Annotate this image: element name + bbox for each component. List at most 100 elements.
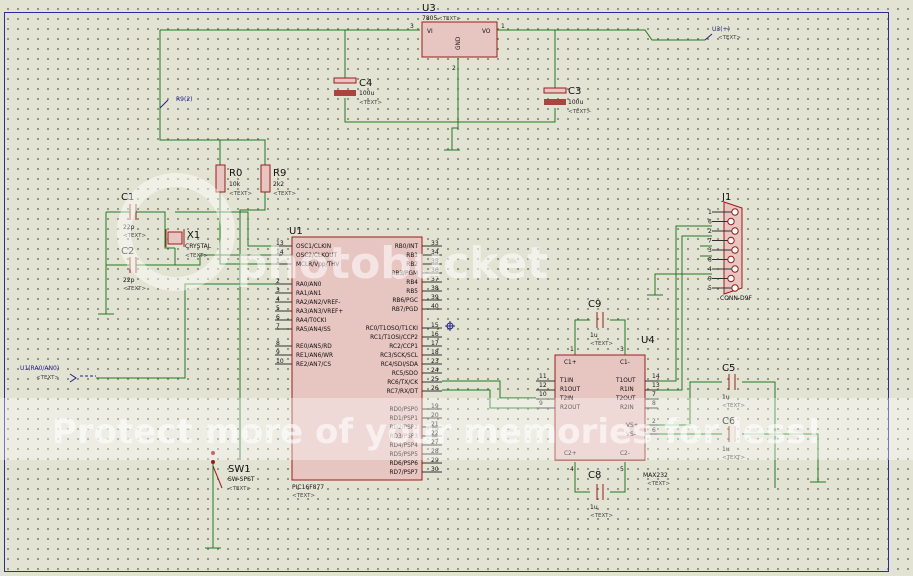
crystal-x1[interactable]: X1 CRYSTAL <TEXT>: [165, 229, 212, 259]
u3-value: 7805: [422, 15, 437, 22]
switch-sw1[interactable]: SW1 SW-SPST <TEXT>: [211, 451, 255, 492]
u1-left-pin-name: RA0/AN0: [296, 282, 322, 288]
wire-ra0: [96, 283, 275, 379]
u1-ra0-label: U1(RA0/AN0): [20, 365, 59, 372]
u4-pin8: 8: [652, 400, 656, 407]
capacitor-c6[interactable]: C6 1u <TEXT>: [722, 416, 745, 461]
c8-value: 1u: [590, 504, 598, 511]
wire-u3-gnd: [451, 58, 459, 150]
u1-left-pin-name: RE2/AN7/CS: [296, 362, 331, 368]
r0-text: <TEXT>: [229, 191, 252, 197]
c9-ref: C9: [588, 299, 601, 310]
wire-r9-top: [220, 139, 266, 165]
wire-osc1: [140, 211, 175, 249]
watermark-bottom: Protect more of your memories for less!: [52, 412, 822, 452]
j1-pin-socket: [727, 274, 735, 283]
u1-right-pin-name: RB4: [406, 280, 418, 286]
u1-right-pin-number: 22: [431, 430, 439, 437]
capacitor-c3[interactable]: C3 100u <TEXT>: [543, 86, 591, 115]
r0-ref: R0: [229, 168, 242, 179]
u4-text: <TEXT>: [647, 481, 670, 487]
u1-right-pin-number: 27: [431, 439, 439, 446]
resistor-r9[interactable]: R9 2k2 <TEXT>: [260, 164, 296, 197]
wire-osc2b: [175, 254, 275, 266]
u4-pin14: 14: [652, 373, 660, 380]
u1-left-pin-number: 1: [276, 258, 280, 265]
u1-right-pin-number: 34: [431, 249, 439, 256]
u1-right-pin-number: 37: [431, 276, 439, 283]
wire-c6-right: [742, 433, 819, 482]
wire-db9-gnd: [654, 273, 712, 295]
u1-right-pin-number: 36: [431, 267, 439, 274]
u1-left-pin-name: RE0/AN5/RD: [296, 344, 332, 350]
u3-pin2: 2: [452, 65, 456, 72]
u1-value: PIC16F877: [292, 484, 324, 491]
u3-pin-vo: VO: [482, 29, 491, 35]
wire-c8b: [610, 462, 626, 493]
c4-text: <TEXT>: [359, 100, 382, 106]
u1-right-pin-name: RC7/RX/DT: [387, 389, 419, 395]
u1-left-pin-number: 7: [276, 323, 280, 330]
u1-left-pin-name: OSC1/CLKIN: [296, 244, 331, 250]
c2-ref: C2: [121, 246, 134, 257]
u4-c2p: C2+: [564, 451, 577, 457]
u1-right-pin-number: 19: [431, 403, 439, 410]
capacitor-c1[interactable]: C1 22p <TEXT>: [121, 192, 146, 239]
c8-text: <TEXT>: [590, 513, 613, 519]
watermark-top: photobucket: [236, 238, 548, 289]
capacitor-c2[interactable]: C2 22p <TEXT>: [121, 246, 146, 292]
c5-value: 1u: [722, 394, 730, 401]
u1-right-pin-name: RD1/PSP1: [390, 416, 419, 422]
u1-right-pin-number: 35: [431, 258, 439, 265]
u4-vsp: VS+: [626, 423, 639, 429]
u3-text: <TEXT>: [438, 16, 461, 22]
u1-right-pin-name: RB0/INT: [395, 244, 419, 250]
capacitor-c5[interactable]: C5 1u <TEXT>: [722, 363, 745, 409]
u1-right-pin-number: 16: [431, 331, 439, 338]
regulator-u3[interactable]: U3 7805 <TEXT> VI VO GND 3 1 2: [410, 3, 505, 72]
wire-t1out: [658, 225, 712, 382]
net-label-r9[interactable]: R9(2): [159, 96, 193, 109]
u1-left-pin-name: MCLR/Vpp/THV: [296, 262, 339, 268]
x1-ref: X1: [187, 230, 200, 241]
u4-value: MAX232: [643, 472, 668, 479]
u4-r1out: R1OUT: [560, 387, 581, 393]
u1-right-pin-number: 23: [431, 358, 439, 365]
j1-value: CONN-D9F: [720, 295, 752, 302]
wire-c8: [574, 462, 590, 493]
u4-ref: U4: [641, 335, 655, 346]
u1-right-pin-number: 30: [431, 466, 439, 473]
x1-value: CRYSTAL: [185, 243, 212, 250]
u1-left-pin-name: RA4/T0CKI: [296, 318, 326, 324]
c4-value: 100u: [359, 90, 374, 97]
u1-right-pins: 33RB0/INT34RB135RB236RB3/PGM37RB438RB539…: [366, 240, 442, 476]
resistor-r0[interactable]: R0 10k <TEXT>: [215, 164, 252, 197]
u1-left-pin-name: RA3/AN3/VREF+: [296, 309, 343, 315]
j1-pin-number: 3: [708, 247, 712, 254]
sw1-value: SW-SPST: [228, 476, 255, 483]
wire-left-vertical: [159, 30, 221, 165]
c1-ref: C1: [121, 192, 134, 203]
u1-left-pin-number: 8: [276, 340, 280, 347]
watermark: photobucket Protect more of your memorie…: [0, 173, 913, 460]
net-label-u1-ra0[interactable]: U1(RA0/AN0) <TEXT>: [20, 365, 96, 383]
u1-left-pin-name: RE1/AN6/WR: [296, 353, 333, 359]
c5-ref: C5: [722, 363, 735, 374]
u4-t1in: T1IN: [559, 378, 573, 384]
capacitor-c8[interactable]: C8 1u <TEXT>: [588, 470, 613, 519]
u1-right-pin-name: RC4/SDI/SDA: [381, 362, 418, 368]
max232-u4[interactable]: U4 MAX232 <TEXT> C1+ C1- T1IN R1OUT T2IN…: [536, 335, 670, 487]
c6-text: <TEXT>: [722, 455, 745, 461]
u1-right-pin-number: 38: [431, 285, 439, 292]
net-label-u3-out[interactable]: U3(+) <TEXT>: [704, 26, 741, 41]
u4-pin12: 12: [539, 382, 547, 389]
u1-left-pin-name: OSC2/CLKOUT: [296, 253, 337, 259]
u1-right-pin-number: 26: [431, 385, 439, 392]
wire-c9: [574, 319, 590, 355]
capacitor-c4[interactable]: C4 100u <TEXT>: [333, 77, 382, 106]
capacitor-c9[interactable]: C9 1u <TEXT>: [588, 299, 613, 347]
